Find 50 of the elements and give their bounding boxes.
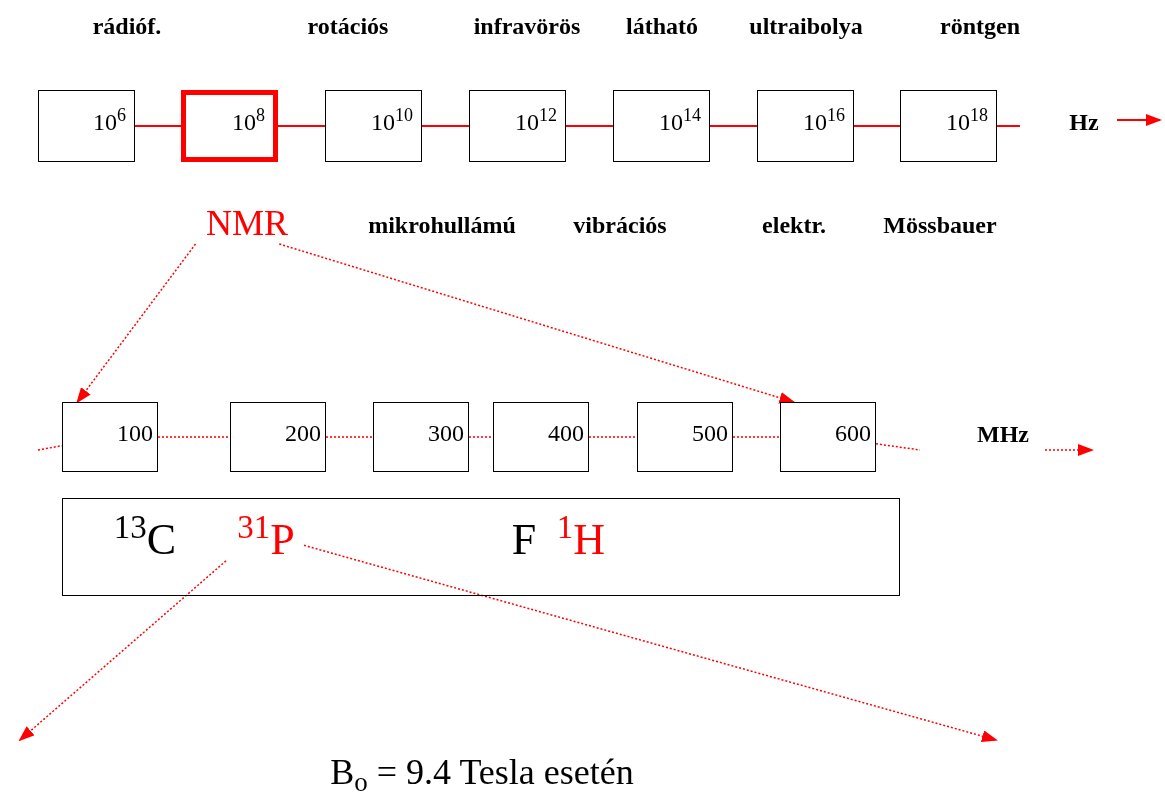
spectrum-label: rádióf. [92,14,162,38]
frequency-box: 400 [493,402,589,472]
frequency-box: 100 [62,402,158,472]
frequency-box: 300 [373,402,469,472]
connector-line [157,436,231,438]
frequency-box: 10$^{6}$ [38,90,135,162]
nucleus-label: $^{31}$P [227,511,305,569]
arrow [76,243,197,404]
spectrum-label: infravörös [473,14,581,38]
frequency-box: 10$^{16}$ [757,90,854,162]
spectrum-label: látható [626,14,698,38]
connector-line [134,125,182,127]
frame-box [62,498,900,596]
unit-label: Hz [1069,110,1099,134]
connector-line [853,125,901,127]
connector-line [37,444,63,451]
connector-line [588,436,638,438]
frequency-box: 10$^{14}$ [613,90,710,162]
connector-line [565,125,614,127]
caption-text: B$_{o}$ = 9.4 Tesla esetén [330,754,634,790]
spectrum-label: elektr. [762,213,826,237]
arrow [303,544,998,742]
connector-line [709,125,758,127]
spectrum-label: röntgen [940,14,1020,38]
frequency-box: 10$^{10}$ [325,90,422,162]
frequency-box: 10$^{18}$ [900,90,997,162]
connector-line [468,436,494,438]
nucleus-label: $^{1}$H [549,511,613,569]
connector-line [421,125,470,127]
method-label: NMR [193,202,301,244]
spectrum-label: Mössbauer [883,213,997,237]
nucleus-label: F [505,511,543,569]
nucleus-label: $^{13}$C [105,511,185,569]
spectrum-label: mikrohullámú [368,213,516,237]
connector-line [875,443,921,451]
arrow [278,243,796,404]
connector-line [277,125,326,127]
spectrum-label: rotációs [307,14,389,38]
frequency-box: 200 [230,402,326,472]
spectrum-label: ultraibolya [749,14,863,38]
spectrum-label: vibrációs [573,213,667,237]
connector-line [996,125,1021,127]
frequency-box: 10$^{8}$ [181,90,278,162]
unit-label: MHz [977,422,1029,446]
connector-line [732,436,781,438]
frequency-box: 600 [780,402,876,472]
arrow [18,560,227,742]
frequency-box: 500 [637,402,733,472]
connector-line [325,436,374,438]
frequency-box: 10$^{12}$ [469,90,566,162]
